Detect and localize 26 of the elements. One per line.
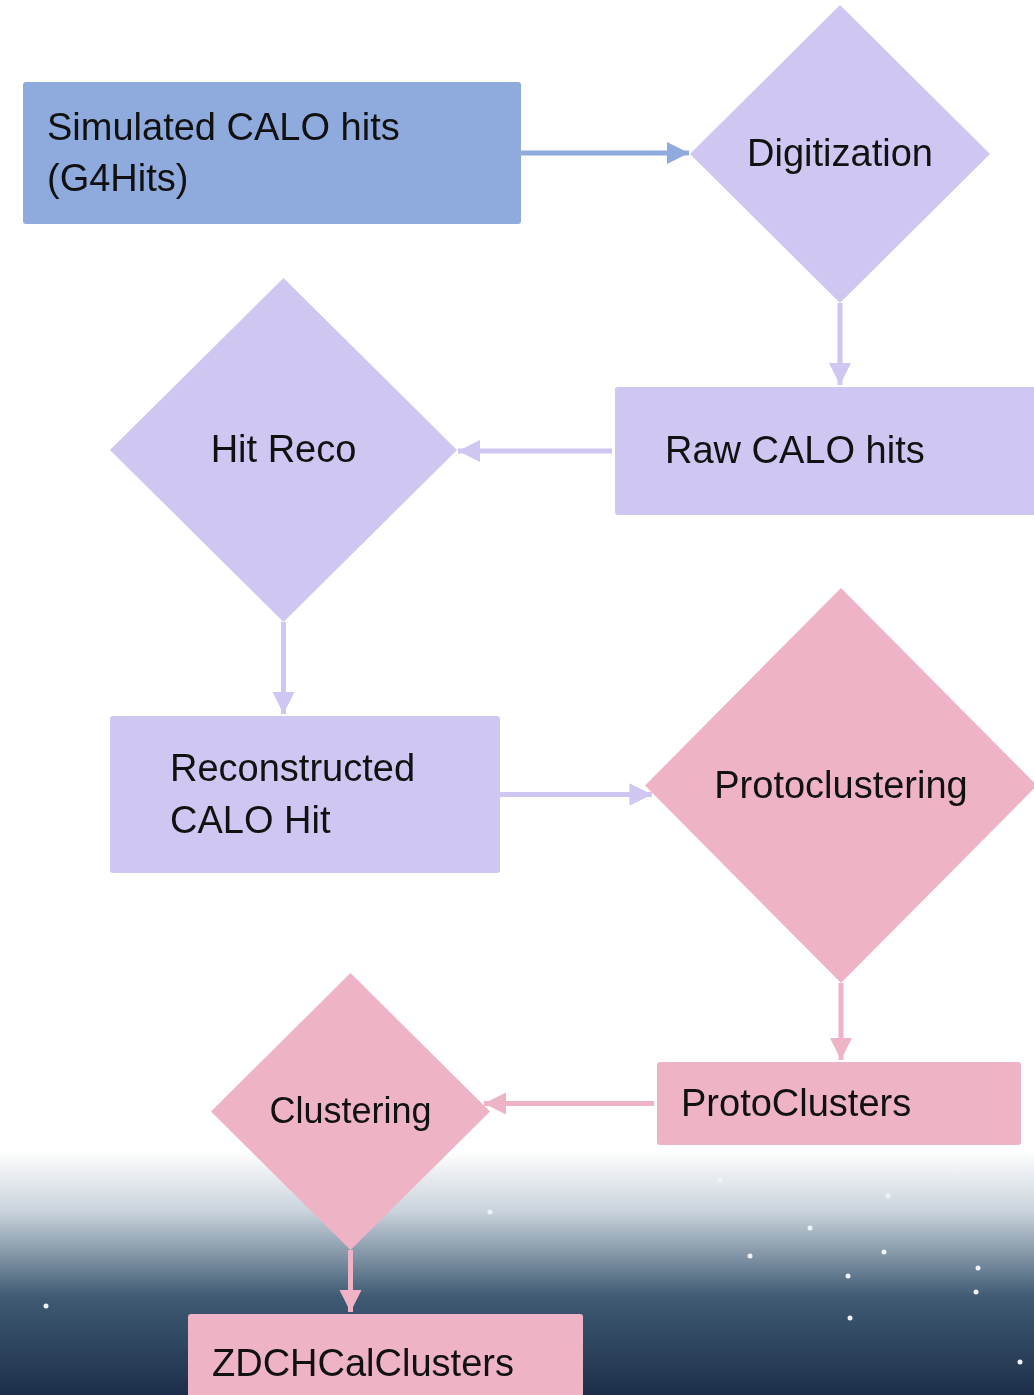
arrow [828,303,852,385]
node-label: Protoclustering [714,762,968,808]
process-box [110,716,500,873]
process-box [657,1062,1021,1145]
decision-diamond [110,278,457,622]
arrow [829,983,853,1060]
decision-diamond [211,973,490,1250]
node-label: Reconstructed CALO Hit [170,746,416,843]
process-box [188,1314,583,1395]
arrow [500,783,652,806]
arrow [458,439,612,463]
arrow [339,1250,362,1312]
process-box [615,387,1034,515]
node-label: ProtoClusters [681,1080,912,1126]
arrow [483,1092,654,1115]
node-label: Clustering [269,1089,432,1134]
node-label: Raw CALO hits [665,428,925,474]
process-box [23,82,521,224]
node-label: ZDCHCalClusters [212,1341,514,1387]
node-label: Hit Reco [210,427,357,473]
decision-diamond [690,5,990,303]
arrow [521,141,689,165]
decision-diamond [645,588,1034,983]
arrow [272,622,295,714]
node-label: Digitization [747,131,933,177]
node-label: Simulated CALO hits (G4Hits) [47,104,401,201]
